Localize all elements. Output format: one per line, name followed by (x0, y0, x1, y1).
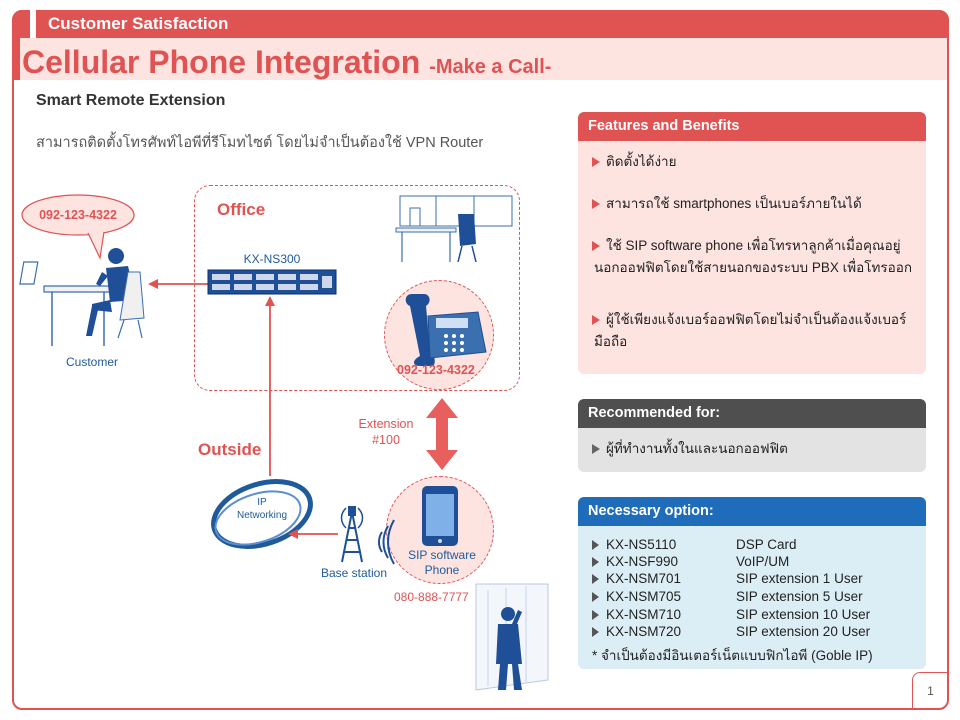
option-row: KX-NSM701 SIP extension 1 User (592, 570, 914, 587)
option-code: KX-NS5110 (606, 537, 677, 552)
customer-label: Customer (65, 355, 118, 369)
sip-phone-line1: SIP software (408, 548, 476, 562)
option-code: KX-NSM710 (606, 607, 682, 622)
necessary-heading: Necessary option: (578, 497, 926, 526)
option-desc: SIP extension 20 User (736, 624, 871, 639)
feature-item: ผู้ใช้เพียงแจ้งเบอร์ออฟฟิตโดยไม่จำเป็นต้… (592, 309, 916, 353)
extension-double-arrow (426, 398, 458, 470)
pbx-label: KX-NS300 (243, 252, 301, 266)
section-header-bar (12, 10, 949, 38)
speech-bubble (21, 194, 135, 261)
ip-network-line1: IP (257, 497, 267, 508)
title-text: Cellular Phone Integration (22, 44, 421, 80)
arrow-base-to-network (288, 529, 338, 539)
header-notch (30, 10, 36, 38)
option-row: KX-NSF990 VoIP/UM (592, 553, 914, 570)
title-band (14, 38, 947, 80)
option-desc: SIP extension 1 User (736, 571, 863, 586)
option-row: KX-NSM710 SIP extension 10 User (592, 606, 914, 623)
option-code: KX-NSM705 (606, 589, 682, 604)
base-station-label: Base station (320, 566, 388, 580)
recommended-item: ผู้ที่ทำงานทั้งในและนอกออฟฟิต (592, 438, 916, 460)
pbx-unit-icon (207, 269, 337, 295)
outside-label: Outside (198, 440, 262, 459)
feature-item: ใช้ SIP software phone เพื่อโทรหาลูกค้าเ… (592, 235, 916, 279)
section-label: Customer Satisfaction (48, 14, 229, 33)
extension-label-text: Extension (358, 417, 414, 431)
office-desk-icon (395, 195, 513, 263)
desk-phone-number: 092-123-4322 (397, 363, 475, 377)
sip-phone-label: SIP software Phone (402, 548, 482, 578)
desk-phone-icon (405, 294, 487, 366)
page-number: 1 (912, 672, 948, 708)
smartphone-icon (422, 486, 458, 546)
base-station-tower-icon (340, 506, 364, 563)
page-title: Cellular Phone Integration -Make a Call- (22, 44, 551, 81)
feature-item: ติดตั้งได้ง่าย (592, 151, 916, 173)
option-code: KX-NSF990 (606, 554, 679, 569)
option-code: KX-NSM720 (606, 624, 682, 639)
office-label: Office (217, 200, 266, 219)
page-subtitle: Smart Remote Extension (36, 92, 226, 109)
ip-network-ring-icon (211, 479, 313, 549)
customer-phone-number: 092-123-4322 (39, 208, 117, 222)
option-code: KX-NSM701 (606, 571, 682, 586)
option-desc: SIP extension 5 User (736, 589, 863, 604)
signal-waves-icon (378, 519, 395, 565)
customer-at-desk-icon (19, 248, 145, 346)
recommended-heading: Recommended for: (578, 399, 926, 428)
arrow-outside-to-pbx (265, 296, 275, 476)
necessary-panel: KX-NS5110 DSP Card KX-NSF990 VoIP/UM KX-… (578, 526, 926, 669)
page-description: สามารถติดตั้งโทรศัพท์ไอพีที่รีโมทไซต์ โด… (36, 135, 484, 151)
ip-network-label: IP Networking (222, 496, 302, 522)
extension-label: Extension #100 (348, 416, 424, 448)
features-heading: Features and Benefits (578, 112, 926, 141)
sip-phone-number: 080-888-7777 (394, 590, 469, 604)
option-desc: DSP Card (736, 537, 797, 552)
ip-network-line2: Networking (236, 510, 288, 521)
option-row: KX-NSM705 SIP extension 5 User (592, 588, 914, 605)
option-desc: VoIP/UM (736, 554, 790, 569)
option-row: KX-NS5110 DSP Card (592, 536, 914, 553)
option-note: * จำเป็นต้องมีอินเตอร์เน็ตแบบฟิกไอพี (Go… (592, 648, 873, 663)
office-area (194, 185, 520, 391)
title-suffix: -Make a Call- (429, 56, 552, 78)
recommended-panel: ผู้ที่ทำงานทั้งในและนอกออฟฟิต (578, 428, 926, 472)
title-notch (14, 38, 20, 80)
feature-item: สามารถใช้ smartphones เป็นเบอร์ภายในได้ (592, 193, 916, 215)
businessman-on-phone-icon (475, 583, 549, 691)
option-desc: SIP extension 10 User (736, 607, 871, 622)
option-row: KX-NSM720 SIP extension 20 User (592, 623, 914, 640)
features-panel: ติดตั้งได้ง่าย สามารถใช้ smartphones เป็… (578, 141, 926, 374)
arrow-pbx-to-customer (148, 279, 208, 289)
sip-phone-line2: Phone (424, 563, 460, 577)
extension-number: #100 (372, 433, 400, 447)
